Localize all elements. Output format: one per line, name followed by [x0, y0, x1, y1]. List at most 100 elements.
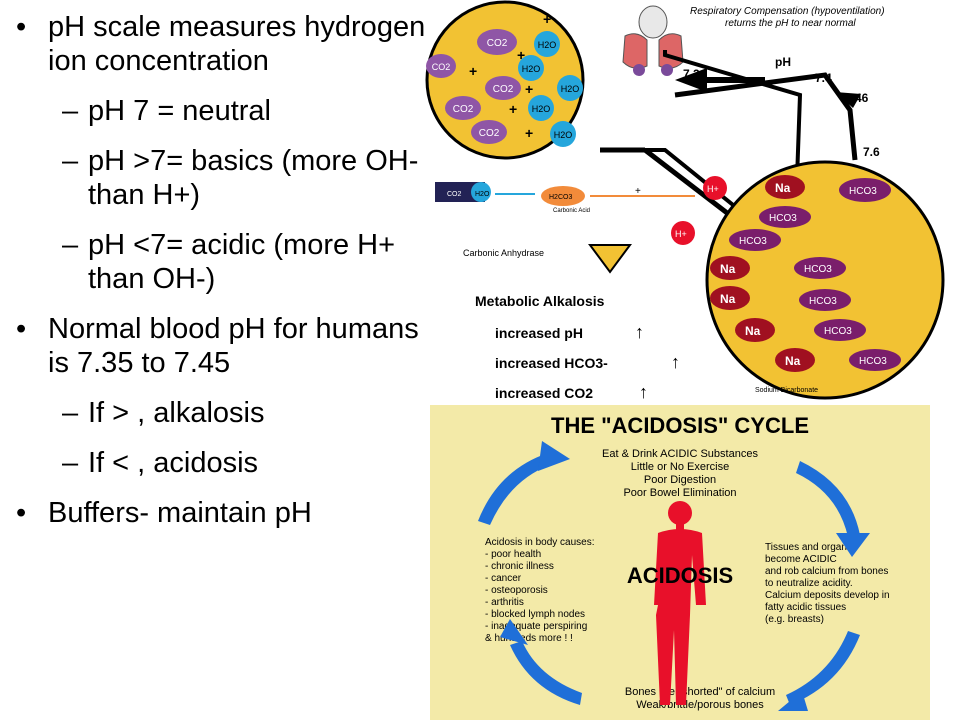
bullet-list: •pH scale measures hydrogen ion concentr…: [10, 10, 430, 546]
svg-text:CO2: CO2: [487, 38, 508, 49]
svg-text:+: +: [635, 186, 641, 197]
svg-text:Little or No Exercise: Little or No Exercise: [631, 461, 729, 473]
svg-text:HCO3: HCO3: [859, 356, 887, 367]
svg-text:CO2: CO2: [479, 128, 500, 139]
svg-text:CO2: CO2: [493, 84, 514, 95]
svg-text:increased pH: increased pH: [495, 325, 583, 341]
bullet-normal-ph: •Normal blood pH for humans is 7.35 to 7…: [16, 313, 419, 379]
svg-text:Sodium Bicarbonate: Sodium Bicarbonate: [755, 387, 818, 394]
bottom-right-arrow-icon: [786, 631, 860, 705]
svg-text:Na: Na: [720, 292, 736, 306]
svg-text:Metabolic Alkalosis: Metabolic Alkalosis: [475, 293, 605, 309]
svg-text:H2CO3: H2CO3: [549, 194, 572, 201]
svg-text:H2O: H2O: [538, 40, 557, 50]
lungs-icon: [622, 5, 684, 76]
svg-text:increased HCO3-: increased HCO3-: [495, 355, 608, 371]
svg-text:H2O: H2O: [522, 64, 541, 74]
bullet-ph-scale: •pH scale measures hydrogen ion concentr…: [16, 11, 426, 77]
acidosis-left-text: Acidosis in body causes: - poor health -…: [485, 537, 595, 644]
svg-text:7.46: 7.46: [845, 91, 869, 105]
svg-text:+: +: [517, 47, 525, 63]
svg-text:- poor health: - poor health: [485, 549, 541, 560]
svg-text:- chronic illness: - chronic illness: [485, 561, 554, 572]
svg-text:7.2: 7.2: [683, 67, 700, 81]
svg-text:Carbonic Acid: Carbonic Acid: [553, 208, 590, 214]
acidosis-right-text: Tissues and organs become ACIDIC and rob…: [765, 542, 890, 625]
acidosis-title: THE "ACIDOSIS" CYCLE: [551, 413, 809, 438]
svg-text:increased CO2: increased CO2: [495, 385, 593, 401]
svg-text:- osteoporosis: - osteoporosis: [485, 585, 548, 596]
metabolic-alkalosis-diagram: CO2 CO2 CO2 CO2 CO2 H2O H2O H2O H2O H2O …: [425, 0, 945, 402]
acidosis-center-label: ACIDOSIS: [627, 563, 733, 588]
svg-text:H+: H+: [675, 229, 687, 239]
svg-text:and rob calcium from bones: and rob calcium from bones: [765, 566, 888, 577]
acidosis-cycle-diagram: THE "ACIDOSIS" CYCLE Eat & Drink ACIDIC …: [430, 405, 930, 720]
svg-text:+: +: [525, 125, 533, 141]
svg-text:Carbonic Anhydrase: Carbonic Anhydrase: [463, 248, 544, 258]
svg-text:↑: ↑: [671, 352, 680, 372]
svg-text:become ACIDIC: become ACIDIC: [765, 554, 837, 565]
svg-text:- cancer: - cancer: [485, 573, 522, 584]
svg-text:HCO3: HCO3: [824, 326, 852, 337]
h2co3-reaction: CO2 H2O H2CO3 Carbonic Acid +: [435, 182, 695, 214]
svg-text:HCO3: HCO3: [849, 186, 877, 197]
svg-text:fatty acidic tissues: fatty acidic tissues: [765, 602, 846, 613]
svg-text:- blocked lymph nodes: - blocked lymph nodes: [485, 609, 585, 620]
svg-text:CO2: CO2: [447, 191, 462, 198]
svg-text:+: +: [469, 63, 477, 79]
svg-text:H2O: H2O: [561, 84, 580, 94]
svg-text:Acidosis in body causes:: Acidosis in body causes:: [485, 537, 595, 548]
svg-text:H2O: H2O: [475, 191, 490, 198]
svg-text:- arthritis: - arthritis: [485, 597, 524, 608]
sub-bullet-acidosis: –If < , acidosis: [62, 447, 259, 479]
svg-text:pH: pH: [775, 55, 791, 69]
svg-text:HCO3: HCO3: [809, 296, 837, 307]
sub-bullet-basic: –pH >7= basics (more OH- than H+): [62, 145, 419, 211]
svg-text:Na: Na: [785, 354, 801, 368]
svg-text:CO2: CO2: [432, 62, 451, 72]
sub-bullet-acidic: –pH <7= acidic (more H+ than OH-): [62, 229, 396, 295]
svg-text:H+: H+: [707, 184, 719, 194]
molecule-grid: CO2 CO2 CO2 CO2 CO2 H2O H2O H2O H2O H2O …: [426, 11, 583, 147]
svg-text:Na: Na: [775, 181, 791, 195]
ion-pairs: Na HCO3 HCO3 HCO3 Na HCO3 Na HCO3 Na HCO…: [710, 175, 901, 372]
svg-text:↑: ↑: [635, 322, 644, 342]
svg-text:Na: Na: [745, 324, 761, 338]
svg-text:H2O: H2O: [532, 104, 551, 114]
svg-text:HCO3: HCO3: [739, 236, 767, 247]
top-right-arrow-icon: [796, 461, 860, 537]
sodium-bicarbonate-circle: [705, 160, 945, 400]
svg-text:↑: ↑: [639, 382, 648, 402]
top-left-arrow-icon: [478, 453, 550, 525]
svg-text:CO2: CO2: [453, 104, 474, 115]
acidosis-bottom-text: Bones are "shorted" of calcium Weak/brit…: [625, 686, 775, 711]
svg-text:Weak/brittle/porous bones: Weak/brittle/porous bones: [636, 699, 764, 711]
h-plus-ion: [671, 221, 695, 245]
svg-text:Tissues and organs: Tissues and organs: [765, 542, 852, 553]
h-plus-ion: [703, 176, 727, 200]
human-figure-icon: [654, 501, 706, 705]
svg-text:- inadequate perspiring: - inadequate perspiring: [485, 621, 587, 632]
svg-text:7.6: 7.6: [863, 145, 880, 159]
svg-text:Na: Na: [720, 262, 736, 276]
enzyme-triangle: [588, 244, 632, 274]
svg-text:to neutralize acidity.: to neutralize acidity.: [765, 578, 853, 589]
svg-text:Bones are "shorted" of calcium: Bones are "shorted" of calcium: [625, 686, 775, 698]
svg-text:7.4: 7.4: [815, 71, 832, 85]
svg-text:(e.g. breasts): (e.g. breasts): [765, 614, 824, 625]
svg-text:HCO3: HCO3: [804, 264, 832, 275]
sub-bullet-alkalosis: –If > , alkalosis: [62, 397, 265, 429]
svg-text:+: +: [543, 11, 551, 27]
arrow-head-icon: [675, 68, 707, 92]
svg-text:Respiratory Compensation (hypo: Respiratory Compensation (hypoventilatio…: [690, 6, 885, 17]
svg-text:Eat & Drink ACIDIC Substances: Eat & Drink ACIDIC Substances: [602, 448, 758, 460]
sub-bullet-neutral: –pH 7 = neutral: [62, 95, 271, 127]
svg-text:Poor Digestion: Poor Digestion: [644, 474, 716, 486]
svg-text:returns the pH to near normal: returns the pH to near normal: [725, 18, 856, 29]
cycle-arrows: [478, 441, 870, 711]
svg-text:Calcium deposits develop in: Calcium deposits develop in: [765, 590, 890, 601]
bullet-buffers: •Buffers- maintain pH: [16, 497, 312, 529]
svg-text:Poor Bowel Elimination: Poor Bowel Elimination: [623, 487, 736, 499]
svg-text:+: +: [509, 101, 517, 117]
bottom-left-arrow-icon: [510, 641, 582, 705]
